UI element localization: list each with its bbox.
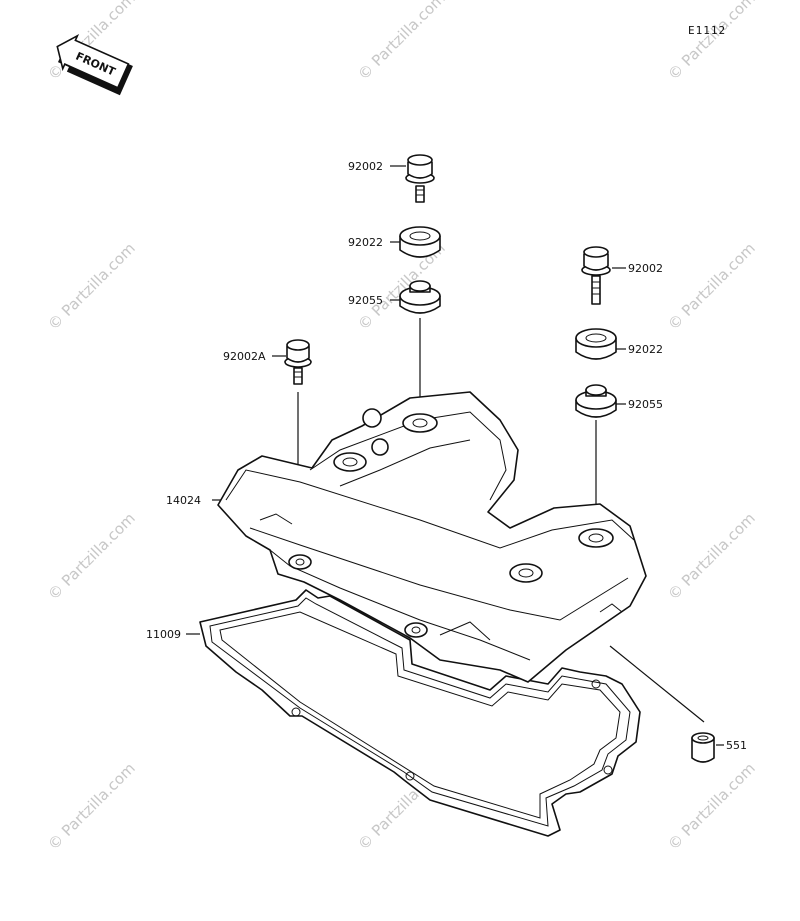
label-92022-right: 92022: [628, 343, 663, 356]
grommet-92022-right: [575, 328, 617, 360]
label-92002-top: 92002: [348, 160, 383, 173]
watermark-text: © Partzilla.com: [664, 759, 759, 854]
front-arrow-shape: [56, 33, 130, 89]
watermark-text: © Partzilla.com: [664, 509, 759, 604]
breather-boss: [362, 408, 382, 428]
cylinder-head-cover: [217, 391, 647, 683]
label-11009: 11009: [146, 628, 181, 641]
label-551: 551: [726, 739, 747, 752]
head-cover-gasket: [199, 589, 641, 837]
label-92002-right: 92002: [628, 262, 663, 275]
breather-boss-2: [371, 438, 389, 456]
watermark-text: © Partzilla.com: [664, 239, 759, 334]
watermark-text: © Partzilla.com: [664, 0, 759, 84]
watermark-text: © Partzilla.com: [44, 239, 139, 334]
grommet-92022-top: [399, 226, 441, 258]
watermark-text: © Partzilla.com: [44, 509, 139, 604]
label-14024: 14024: [166, 494, 201, 507]
watermark-text: © Partzilla.com: [354, 0, 449, 84]
watermark-text: © Partzilla.com: [44, 759, 139, 854]
label-92055-right: 92055: [628, 398, 663, 411]
diagram-code: E1112: [688, 24, 726, 37]
bolt-92002-right: [581, 246, 611, 305]
label-92055-top: 92055: [348, 294, 383, 307]
grommet-92055-right: [575, 384, 617, 418]
bolt-92002A: [284, 339, 312, 385]
dowel-pin-551: [691, 732, 715, 763]
bolt-92002-top: [405, 154, 435, 203]
label-92002A: 92002A: [223, 350, 266, 363]
part-labels: 92002 92022 92055 92002 92022 92055 9200…: [146, 160, 747, 752]
grommet-92055-top: [399, 280, 441, 314]
label-92022-top: 92022: [348, 236, 383, 249]
